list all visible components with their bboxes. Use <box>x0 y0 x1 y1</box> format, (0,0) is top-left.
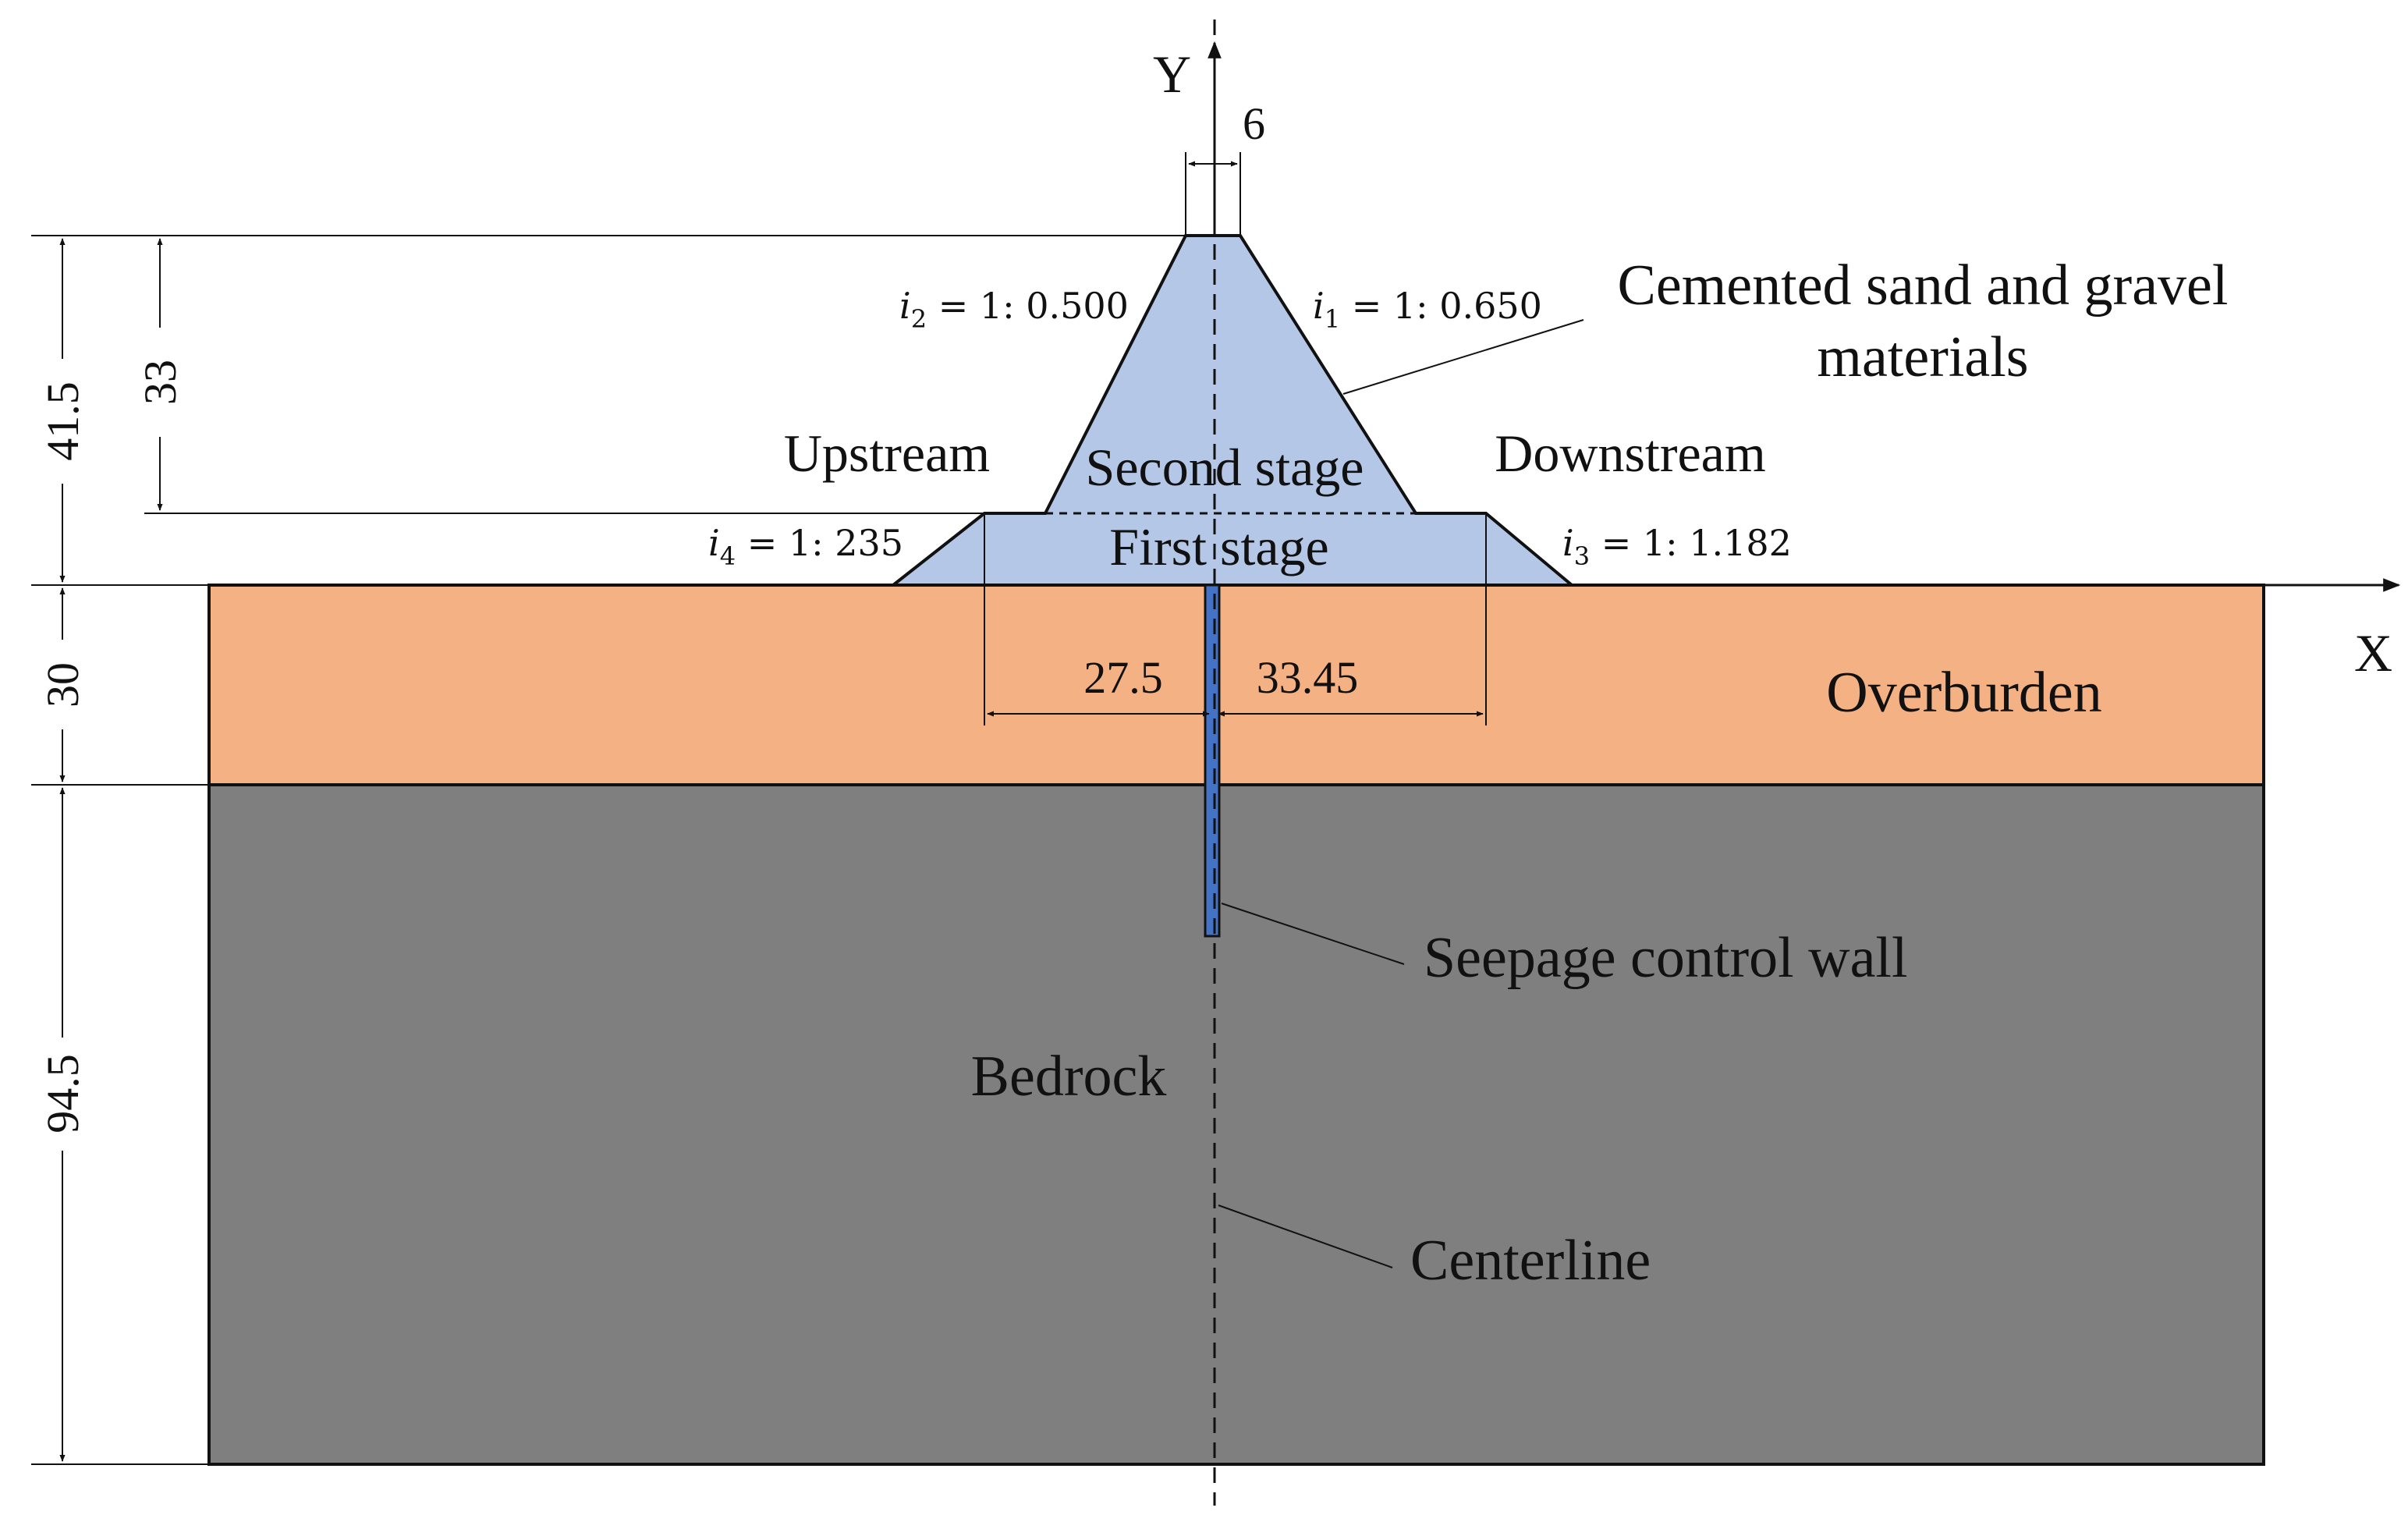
upstream-label: Upstream <box>784 424 990 483</box>
dim-27-5-label: 27.5 <box>1083 652 1163 703</box>
material-label-line1: Cemented sand and gravel <box>1618 254 2229 318</box>
dim-94-5-label: 94.5 <box>37 1054 88 1133</box>
y-axis-label: Y <box>1153 44 1191 104</box>
overburden-label: Overburden <box>1826 661 2101 725</box>
centerline-label: Centerline <box>1410 1229 1651 1293</box>
centerline-leader-line <box>1218 1204 1393 1268</box>
dim-41-5-label: 41.5 <box>37 381 88 461</box>
dim-33-45-label: 33.45 <box>1257 652 1359 703</box>
downstream-label: Downstream <box>1495 424 1765 483</box>
bedrock-layer <box>207 783 2265 1466</box>
material-leader-line <box>1342 319 1584 395</box>
dim-30-label: 30 <box>37 662 88 708</box>
bedrock-label: Bedrock <box>971 1045 1167 1109</box>
dim-33-label: 33 <box>135 360 186 405</box>
first-stage-label: First stage <box>1109 517 1328 576</box>
dim-crest-label: 6 <box>1243 98 1265 149</box>
slope-i3-label: i3 = 1: 1.182 <box>1562 522 1792 571</box>
seepage-wall-label: Seepage control wall <box>1424 926 1908 990</box>
seepage-wall-leader-line <box>1221 903 1405 965</box>
slope-i1-label: i1 = 1: 0.650 <box>1313 285 1542 334</box>
material-label-line2: materials <box>1817 325 2028 389</box>
slope-i2-label: i2 = 1: 0.500 <box>899 285 1129 334</box>
second-stage-label: Second stage <box>1086 438 1364 497</box>
x-axis-label: X <box>2354 623 2392 683</box>
seepage-control-wall <box>1204 584 1221 938</box>
slope-i4-label: i4 = 1: 235 <box>708 522 903 571</box>
overburden-layer <box>207 584 2265 786</box>
